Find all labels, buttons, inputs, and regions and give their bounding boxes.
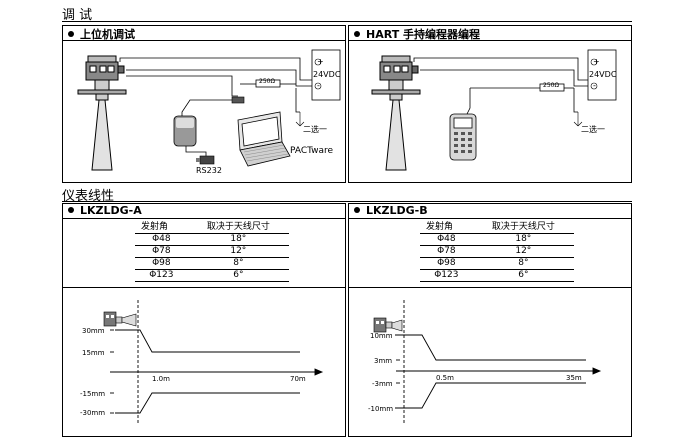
divider xyxy=(62,21,632,22)
divider xyxy=(62,287,346,288)
resistor-label: 250Ω xyxy=(543,82,560,89)
panel-hart xyxy=(348,25,632,183)
col-header: 发射角 xyxy=(420,222,473,234)
software-label: PACTware xyxy=(290,146,334,156)
resistor-label: 250Ω xyxy=(259,78,276,85)
select-label: 二选一 xyxy=(303,125,327,134)
terminal-plus xyxy=(590,58,598,66)
y-tick-label: -15mm xyxy=(80,390,106,398)
wire-lines-upper xyxy=(119,57,312,156)
power-supply-box xyxy=(587,49,617,101)
section-title-linearity: 仪表线性 xyxy=(62,189,115,204)
panel-b-title: LKZLDG-B xyxy=(366,204,428,217)
panel-upper-header: 上位机调试 xyxy=(62,25,346,41)
y-tick-label: 3mm xyxy=(374,357,393,365)
x-start-label: 0.5m xyxy=(436,374,454,382)
x-start-label: 1.0m xyxy=(152,375,170,383)
y-tick-label: 30mm xyxy=(82,327,105,335)
voltage-label: 24VDC xyxy=(589,70,617,79)
minus-label: - xyxy=(593,81,596,90)
table-header-row: 发射角 取决于天线尺寸 xyxy=(135,222,289,234)
col-header: 取决于天线尺寸 xyxy=(187,222,289,234)
y-tick-label: 10mm xyxy=(370,332,393,340)
radar-level-gauge-icon xyxy=(371,55,421,171)
divider xyxy=(348,287,632,288)
table-header-row: 发射角 取决于天线尺寸 xyxy=(420,222,574,234)
voltage-label: 24VDC xyxy=(313,70,341,79)
power-supply-box xyxy=(311,49,341,101)
rs232-plug-icon xyxy=(196,155,215,165)
panel-hart-header: HART 手持编程器编程 xyxy=(348,25,632,41)
col-header: 取决于天线尺寸 xyxy=(472,222,574,234)
bullet-icon xyxy=(68,31,74,37)
section-title-debug: 调 试 xyxy=(62,8,93,23)
panel-upper-computer xyxy=(62,25,346,183)
y-tick-label: 15mm xyxy=(82,349,105,357)
bullet-icon xyxy=(68,207,74,213)
laptop-icon xyxy=(237,111,291,167)
terminal-minus xyxy=(314,82,322,90)
hart-modem-icon xyxy=(173,115,197,147)
plus-label: + xyxy=(317,57,324,66)
wire-lines-hart xyxy=(413,57,588,117)
bullet-icon xyxy=(354,207,360,213)
col-header: 发射角 xyxy=(135,222,188,234)
panel-hart-title: HART 手持编程器编程 xyxy=(366,28,481,41)
plus-label: + xyxy=(593,57,600,66)
x-end-label: 70m xyxy=(290,375,306,383)
terminal-plus xyxy=(314,58,322,66)
minus-label: - xyxy=(317,81,320,90)
panel-b-header: LKZLDG-B xyxy=(348,203,632,219)
rs232-label: RS232 xyxy=(196,166,222,175)
y-tick-label: -30mm xyxy=(80,409,106,417)
linearity-plot-b xyxy=(373,300,602,425)
linearity-plot-a xyxy=(103,300,324,425)
terminal-minus xyxy=(590,82,598,90)
divider xyxy=(62,201,632,202)
panel-a-title: LKZLDG-A xyxy=(80,204,142,217)
radar-level-gauge-icon xyxy=(77,55,127,171)
hart-handheld-icon xyxy=(449,113,477,161)
y-tick-label: -3mm xyxy=(372,380,393,388)
x-end-label: 35m xyxy=(566,374,582,382)
connector-icon xyxy=(231,96,245,104)
bullet-icon xyxy=(354,31,360,37)
y-tick-label: -10mm xyxy=(368,405,394,413)
panel-a-header: LKZLDG-A xyxy=(62,203,346,219)
panel-upper-title: 上位机调试 xyxy=(80,28,135,41)
select-label: 二选一 xyxy=(581,125,605,134)
